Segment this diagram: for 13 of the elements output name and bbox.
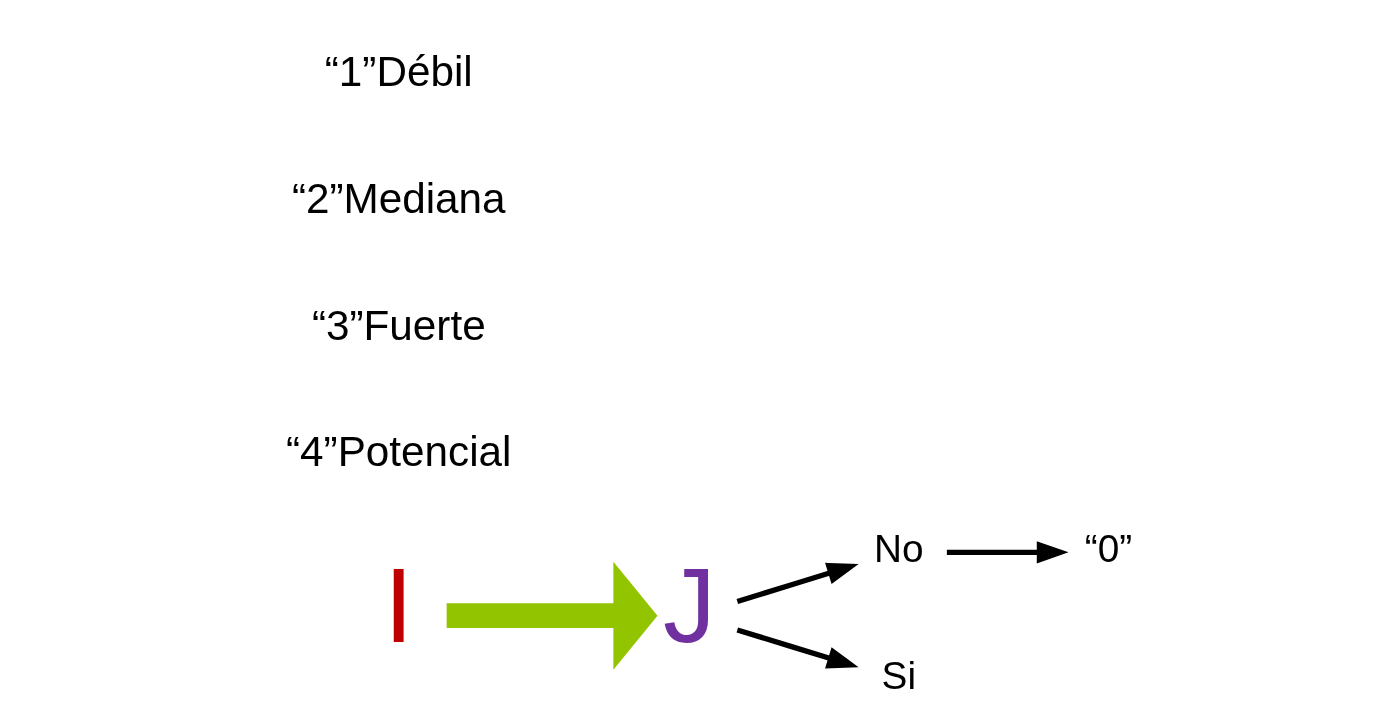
label: “3”Fuerte [311, 301, 486, 349]
label: “2”Mediana [291, 174, 506, 222]
arrow [736, 562, 859, 604]
node-text: Si [881, 653, 916, 697]
node-text: “0” [1084, 527, 1132, 571]
node-text: No [873, 527, 924, 571]
label: “4”Potencial [285, 428, 511, 476]
label: “1”Débil [324, 48, 473, 96]
arrow [736, 627, 859, 669]
arrow [446, 561, 657, 670]
node-text: J [662, 546, 716, 665]
arrow [946, 541, 1069, 564]
node-text: I [383, 546, 413, 665]
